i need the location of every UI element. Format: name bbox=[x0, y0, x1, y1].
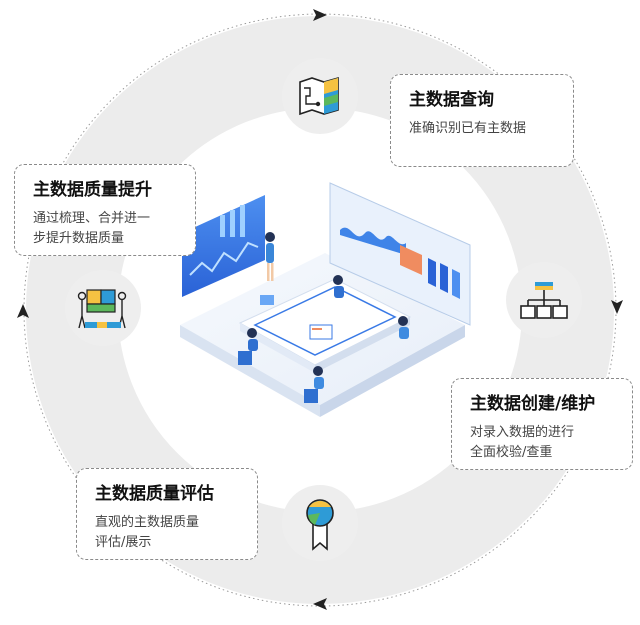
floor-edge-right bbox=[320, 325, 465, 417]
assess-icon-circle bbox=[282, 485, 358, 561]
hierarchy-icon bbox=[520, 282, 568, 319]
query-icon-circle bbox=[282, 58, 358, 134]
person-presenter bbox=[265, 232, 275, 281]
person-seated-4 bbox=[304, 366, 324, 403]
card-title: 主数据创建/维护 bbox=[470, 394, 596, 414]
card-desc-line: 直观的主数据质量 bbox=[95, 515, 200, 530]
person-seated-1 bbox=[333, 275, 344, 298]
map-icon bbox=[299, 76, 339, 116]
card-title: 主数据质量评估 bbox=[95, 484, 214, 504]
arrow-right bbox=[611, 300, 623, 314]
office-illustration bbox=[180, 182, 471, 417]
card-improve: 主数据质量提升 通过梳理、合并进一 步提升数据质量 bbox=[14, 164, 196, 256]
card-desc-line: 对录入数据的进行 bbox=[470, 425, 575, 440]
improve-icon-circle bbox=[65, 270, 141, 346]
left-screen bbox=[182, 195, 265, 297]
card-create: 主数据创建/维护 对录入数据的进行 全面校验/查重 bbox=[451, 378, 633, 470]
team-puzzle-icon bbox=[77, 289, 127, 329]
award-ribbon-icon bbox=[306, 499, 334, 551]
card-query: 主数据查询 准确识别已有主数据 bbox=[390, 74, 574, 167]
create-icon-circle bbox=[506, 262, 582, 338]
right-screen bbox=[329, 182, 471, 326]
card-title: 主数据质量提升 bbox=[33, 180, 152, 200]
card-desc-line: 全面校验/查重 bbox=[470, 445, 553, 460]
conference-table bbox=[238, 278, 412, 373]
arrow-bottom bbox=[313, 598, 327, 610]
card-desc-line: 通过梳理、合并进一 bbox=[33, 211, 151, 226]
card-desc-line: 步提升数据质量 bbox=[33, 231, 125, 246]
floor-edge-left bbox=[180, 325, 320, 417]
arrow-top bbox=[313, 9, 327, 21]
person-seated-2 bbox=[398, 316, 409, 339]
arrow-left bbox=[17, 304, 29, 318]
card-desc-line: 准确识别已有主数据 bbox=[409, 121, 527, 136]
card-title: 主数据查询 bbox=[409, 90, 494, 110]
card-assess: 主数据质量评估 直观的主数据质量 评估/展示 bbox=[76, 468, 258, 560]
person-seated-3 bbox=[238, 328, 258, 365]
card-desc-line: 评估/展示 bbox=[95, 535, 152, 550]
